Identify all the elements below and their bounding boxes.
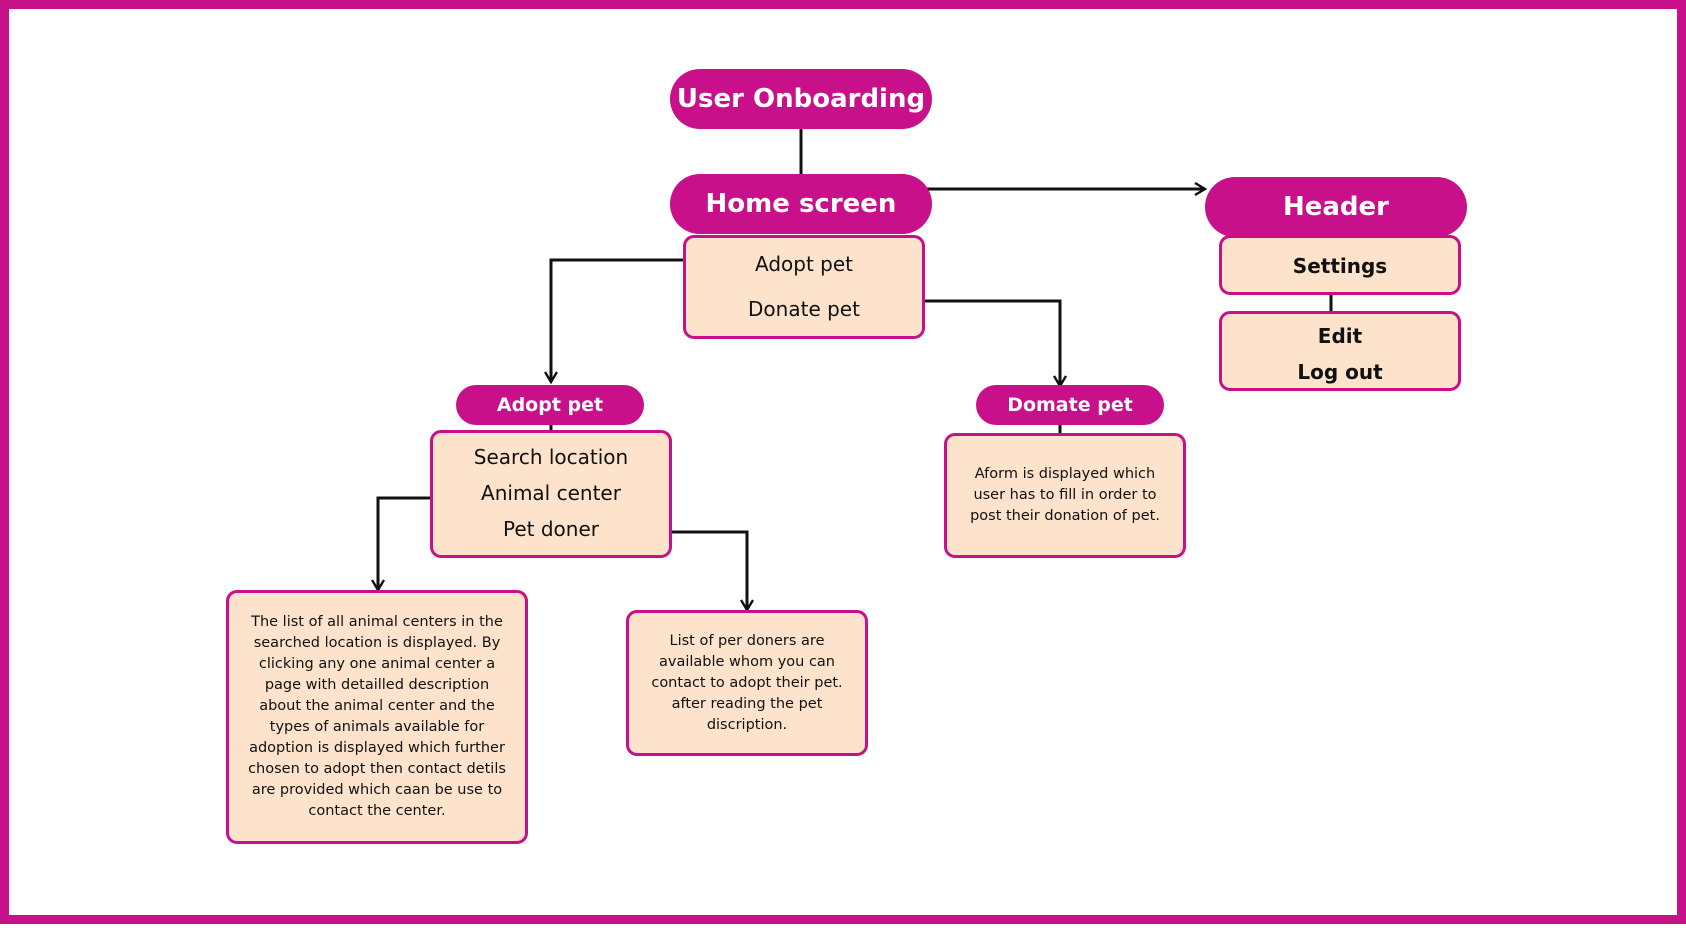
arrow-donate-branch xyxy=(867,299,1060,386)
settings-box: Settings xyxy=(1219,235,1461,295)
adopt-pet-heading: Adopt pet xyxy=(456,385,644,425)
menu-item-log-out: Log out xyxy=(1297,360,1383,384)
menu-item-search-location: Search location xyxy=(473,445,629,469)
menu-item-donate-pet: Donate pet xyxy=(748,297,860,321)
adopt-menu-box: Search location Animal center Pet doner xyxy=(430,430,672,558)
pet-doners-description: List of per doners are available whom yo… xyxy=(626,610,868,756)
header-node: Header xyxy=(1205,177,1467,237)
menu-item-pet-doner: Pet doner xyxy=(503,517,599,541)
account-actions-box: Edit Log out xyxy=(1219,311,1461,391)
donate-pet-heading: Domate pet xyxy=(976,385,1164,425)
menu-item-adopt-pet: Adopt pet xyxy=(755,252,853,276)
donate-form-description: Aform is displayed which user has to fil… xyxy=(944,433,1186,558)
menu-item-settings: Settings xyxy=(1292,254,1388,278)
home-screen-node: Home screen xyxy=(670,174,932,234)
menu-item-edit: Edit xyxy=(1317,324,1363,348)
user-onboarding-node: User Onboarding xyxy=(670,69,932,129)
arrow-adopt-branch xyxy=(551,258,718,382)
menu-item-animal-center: Animal center xyxy=(481,481,621,505)
home-menu-box: Adopt pet Donate pet xyxy=(683,235,925,339)
animal-centers-description: The list of all animal centers in the se… xyxy=(226,590,528,844)
